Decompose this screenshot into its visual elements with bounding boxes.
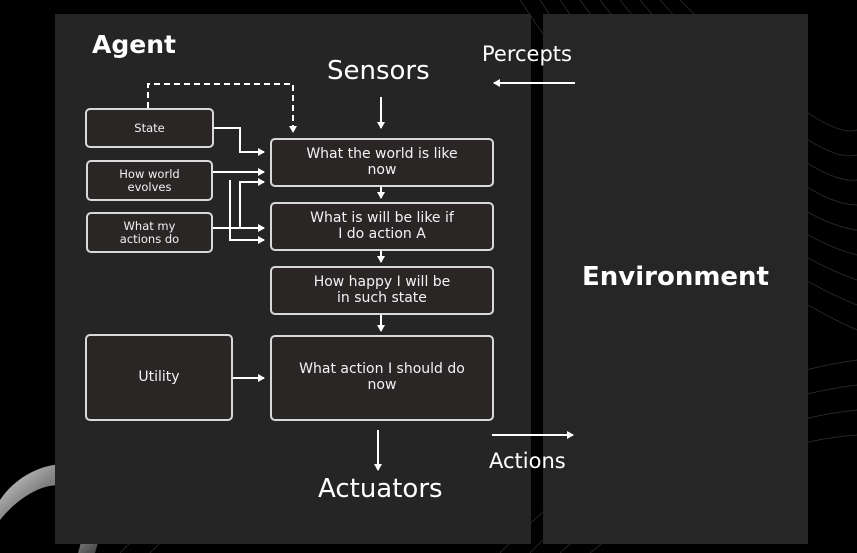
sensors-label: Sensors <box>327 56 430 86</box>
percepts-label: Percepts <box>482 42 572 66</box>
what-it-will-be-like-box: What is will be like if I do action A <box>270 202 494 251</box>
agent-label: Agent <box>92 30 176 59</box>
how-happy-box: How happy I will be in such state <box>270 266 494 315</box>
actuators-label: Actuators <box>318 474 443 504</box>
how-world-evolves-box: How world evolves <box>86 160 213 201</box>
environment-panel <box>543 14 808 544</box>
utility-box: Utility <box>85 334 233 421</box>
what-my-actions-do-box: What my actions do <box>86 212 213 253</box>
what-world-is-like-box: What the world is like now <box>270 138 494 187</box>
environment-label: Environment <box>582 262 769 292</box>
state-box: State <box>85 108 214 148</box>
actions-label: Actions <box>489 449 566 473</box>
what-action-box: What action I should do now <box>270 335 494 421</box>
